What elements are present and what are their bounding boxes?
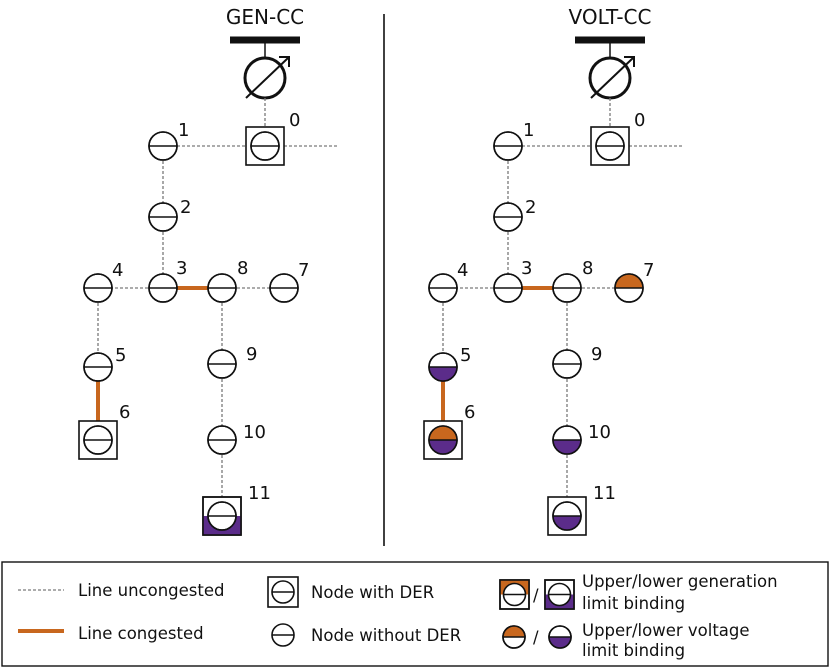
node-2 bbox=[148, 202, 178, 232]
node-3 bbox=[493, 273, 523, 303]
node-label-4: 4 bbox=[112, 260, 123, 281]
legend-volt-limit-line2: limit binding bbox=[582, 641, 685, 660]
node-11 bbox=[547, 496, 587, 536]
panel-title: GEN-CC bbox=[226, 5, 304, 29]
node-label-3: 3 bbox=[521, 258, 532, 279]
node-label-3: 3 bbox=[176, 258, 187, 279]
node-label-5: 5 bbox=[115, 345, 126, 366]
node-label-5: 5 bbox=[460, 345, 471, 366]
panel-title: VOLT-CC bbox=[569, 5, 652, 29]
node-label-9: 9 bbox=[246, 344, 257, 365]
node-1 bbox=[148, 131, 178, 161]
node-3 bbox=[148, 273, 178, 303]
node-6 bbox=[423, 420, 463, 460]
legend-lower-volt-swatch bbox=[548, 625, 572, 649]
legend-gen-limit-line2: limit binding bbox=[582, 594, 685, 613]
node-4 bbox=[83, 273, 113, 303]
node-1 bbox=[493, 131, 523, 161]
legend-gen-slash: / bbox=[533, 586, 539, 605]
node-label-0: 0 bbox=[289, 110, 300, 131]
legend-box bbox=[1, 561, 829, 667]
node-11 bbox=[202, 496, 242, 536]
node-label-2: 2 bbox=[180, 197, 191, 218]
node-5 bbox=[428, 352, 458, 382]
node-8 bbox=[207, 273, 237, 303]
node-4 bbox=[428, 273, 458, 303]
node-label-11: 11 bbox=[593, 483, 616, 504]
legend-line-congested-label: Line congested bbox=[78, 624, 204, 643]
volt-cc-panel: VOLT-CC 0 1 2 3 4 5 6 7 8 9 10 11 bbox=[423, 5, 683, 536]
node-9 bbox=[207, 349, 237, 379]
legend-der-node-swatch bbox=[267, 576, 299, 608]
legend: Line uncongested Line congested Node wit… bbox=[1, 561, 829, 667]
gen-cc-panel: GEN-CC 0 1 2 3 4 5 6 7 8 9 10 11 bbox=[78, 5, 338, 536]
node-label-0: 0 bbox=[634, 110, 645, 131]
node-label-8: 8 bbox=[237, 258, 248, 279]
node-label-7: 7 bbox=[298, 260, 309, 281]
node-2 bbox=[493, 202, 523, 232]
node-10 bbox=[552, 425, 582, 455]
node-label-10: 10 bbox=[588, 422, 611, 443]
node-label-2: 2 bbox=[525, 197, 536, 218]
legend-volt-slash: / bbox=[533, 628, 539, 647]
legend-node-with-der-label: Node with DER bbox=[311, 583, 434, 602]
node-label-1: 1 bbox=[178, 120, 189, 141]
legend-upper-gen-swatch bbox=[499, 579, 530, 610]
legend-line-uncongested-label: Line uncongested bbox=[78, 581, 225, 600]
node-label-11: 11 bbox=[248, 483, 271, 504]
node-label-10: 10 bbox=[243, 422, 266, 443]
legend-upper-volt-swatch bbox=[502, 625, 526, 649]
transformer-icon bbox=[588, 56, 635, 100]
legend-plain-node-swatch bbox=[271, 623, 295, 647]
node-8 bbox=[552, 273, 582, 303]
node-label-4: 4 bbox=[457, 260, 468, 281]
legend-gen-limit-line1: Upper/lower generation bbox=[582, 572, 778, 591]
node-0 bbox=[245, 126, 285, 166]
legend-volt-limit-line1: Upper/lower voltage bbox=[582, 621, 750, 640]
node-7 bbox=[614, 273, 644, 303]
node-label-6: 6 bbox=[119, 402, 130, 423]
node-label-8: 8 bbox=[582, 258, 593, 279]
node-10 bbox=[207, 425, 237, 455]
transformer-icon bbox=[243, 56, 290, 100]
node-label-9: 9 bbox=[591, 344, 602, 365]
node-label-7: 7 bbox=[643, 260, 654, 281]
legend-lower-gen-swatch bbox=[544, 579, 575, 610]
node-0 bbox=[590, 126, 630, 166]
node-5 bbox=[83, 352, 113, 382]
node-6 bbox=[78, 420, 118, 460]
node-9 bbox=[552, 349, 582, 379]
legend-node-without-der-label: Node without DER bbox=[311, 626, 461, 645]
node-label-6: 6 bbox=[464, 402, 475, 423]
node-7 bbox=[269, 273, 299, 303]
node-label-1: 1 bbox=[523, 120, 534, 141]
